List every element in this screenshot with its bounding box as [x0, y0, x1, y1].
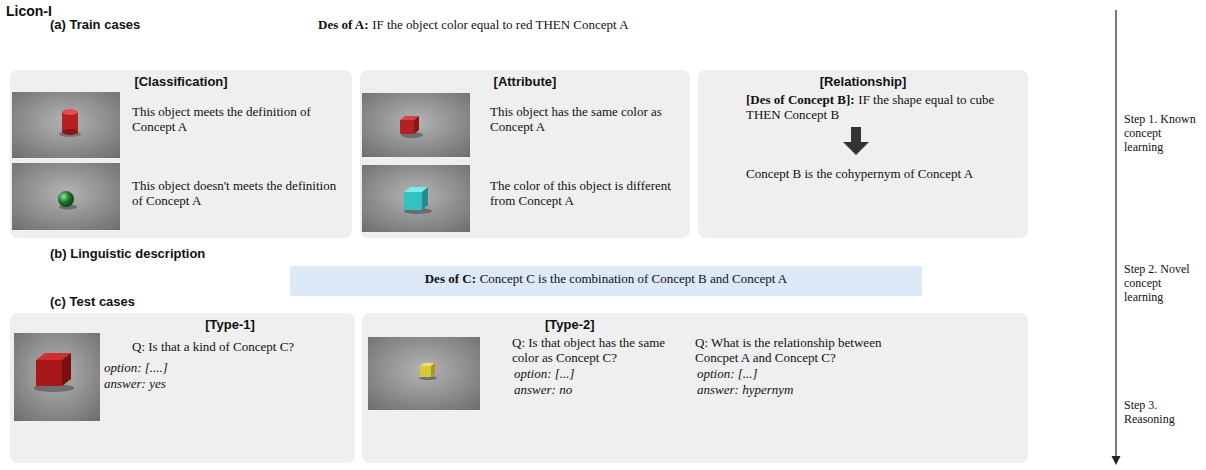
text-block: option: [...] — [697, 366, 847, 381]
text-block: [Attribute] — [360, 74, 690, 90]
panel-fill — [290, 266, 922, 296]
text: option: [...] — [514, 366, 575, 381]
text: Licon-I — [6, 3, 52, 19]
text: [Des of Concept B]: — [746, 92, 855, 107]
text-block: option: [....] — [104, 360, 304, 375]
panel-fill — [10, 313, 355, 463]
panel-fill — [362, 313, 1028, 463]
text-block: (a) Train cases — [50, 17, 250, 33]
text: This object doesn't meets the definition… — [132, 178, 336, 208]
text-block: The color of this object is different fr… — [490, 178, 682, 208]
step-arrow — [1112, 10, 1121, 465]
text: Step 1. Known concept learning — [1124, 112, 1196, 154]
panel-fill — [10, 70, 352, 238]
photo-red-cube — [362, 93, 470, 157]
text-block: Des of A:IF the object color equal to re… — [318, 17, 838, 32]
text: Des of C: — [425, 271, 476, 286]
text: Concept C is the combination of Concept … — [480, 271, 788, 286]
text-block: answer: hypernym — [697, 382, 847, 397]
text: [Classification] — [134, 74, 227, 89]
photo-red-cylinder — [12, 92, 120, 158]
text-block: option: [...] — [514, 366, 664, 381]
panel-fill — [698, 70, 1028, 238]
text: (c) Test cases — [50, 294, 135, 309]
text-block: [Type-1] — [130, 317, 330, 333]
text: Step 2. Novel concept learning — [1124, 262, 1190, 304]
photo-yellow-cube — [368, 337, 480, 410]
text-block: Step 1. Known concept learning — [1124, 112, 1202, 154]
text-block: (c) Test cases — [50, 294, 250, 310]
down-arrow — [843, 127, 869, 155]
text-block: [Type-2] — [545, 317, 665, 333]
panel-fill — [360, 70, 690, 238]
text-block: answer: yes — [104, 376, 304, 391]
photo-green-sphere — [12, 163, 120, 230]
text: Q: Is that object has the same color as … — [512, 335, 665, 365]
panel: [Type-2] Q: Is that object has the same c… — [362, 313, 1028, 463]
text: option: [...] — [697, 366, 758, 381]
text-block: answer: no — [514, 382, 664, 397]
text-block: This object doesn't meets the definition… — [132, 178, 344, 208]
text-block: This object meets the definition of Conc… — [132, 104, 344, 134]
text: answer: hypernym — [697, 382, 793, 397]
photo-red-cube — [14, 333, 100, 421]
text: The color of this object is different fr… — [490, 178, 671, 208]
text: option: [....] — [104, 360, 168, 375]
text-block: Step 2. Novel concept learning — [1124, 262, 1202, 304]
text: answer: yes — [104, 376, 166, 391]
text: This object meets the definition of Conc… — [132, 104, 311, 134]
text: [Relationship] — [820, 74, 907, 89]
text-block: This object has the same color as Concep… — [490, 104, 682, 134]
text: [Attribute] — [494, 74, 557, 89]
text: IF the object color equal to red THEN Co… — [372, 17, 628, 32]
text: [Type-2] — [545, 317, 595, 332]
text: (b) Linguistic description — [50, 246, 205, 261]
text: This object has the same color as Concep… — [490, 104, 662, 134]
text: Q: Is that a kind of Concept C? — [132, 339, 294, 354]
text-block: Concept B is the cohypernym of Concept A — [746, 166, 1016, 181]
text: Concept B is the cohypernym of Concept A — [746, 166, 973, 181]
text: Des of A: — [318, 17, 369, 32]
text-block: Q: What is the relationship between Conc… — [695, 335, 900, 365]
photo-cyan-cube — [362, 165, 470, 232]
panel: [Classification] This object meets the de… — [10, 70, 352, 238]
text-block: (b) Linguistic description — [50, 246, 290, 262]
description-box: Des of C: Concept C is the combination of… — [290, 266, 922, 296]
text-block: [Des of Concept B]:IF the shape equal to… — [746, 92, 1002, 122]
panel: [Relationship] [Des of Concept B]:IF the … — [698, 70, 1028, 238]
text: Step 3. Reasoning — [1124, 398, 1175, 426]
text: (a) Train cases — [50, 17, 140, 32]
text: [Type-1] — [205, 317, 255, 332]
text-block: [Relationship] — [698, 74, 1028, 90]
text-block: Q: Is that a kind of Concept C? — [132, 339, 347, 354]
text-block: Des of C: Concept C is the combination of… — [290, 266, 922, 292]
text-block: Step 3. Reasoning — [1124, 398, 1202, 426]
panel: [Type-1] Q: Is that a kind of Concept C? o… — [10, 313, 355, 463]
text: answer: no — [514, 382, 572, 397]
text: Q: What is the relationship between Conc… — [695, 335, 881, 365]
text-block: [Classification] — [10, 74, 352, 90]
text-block: Q: Is that object has the same color as … — [512, 335, 680, 365]
panel: [Attribute] This object has the same colo… — [360, 70, 690, 238]
